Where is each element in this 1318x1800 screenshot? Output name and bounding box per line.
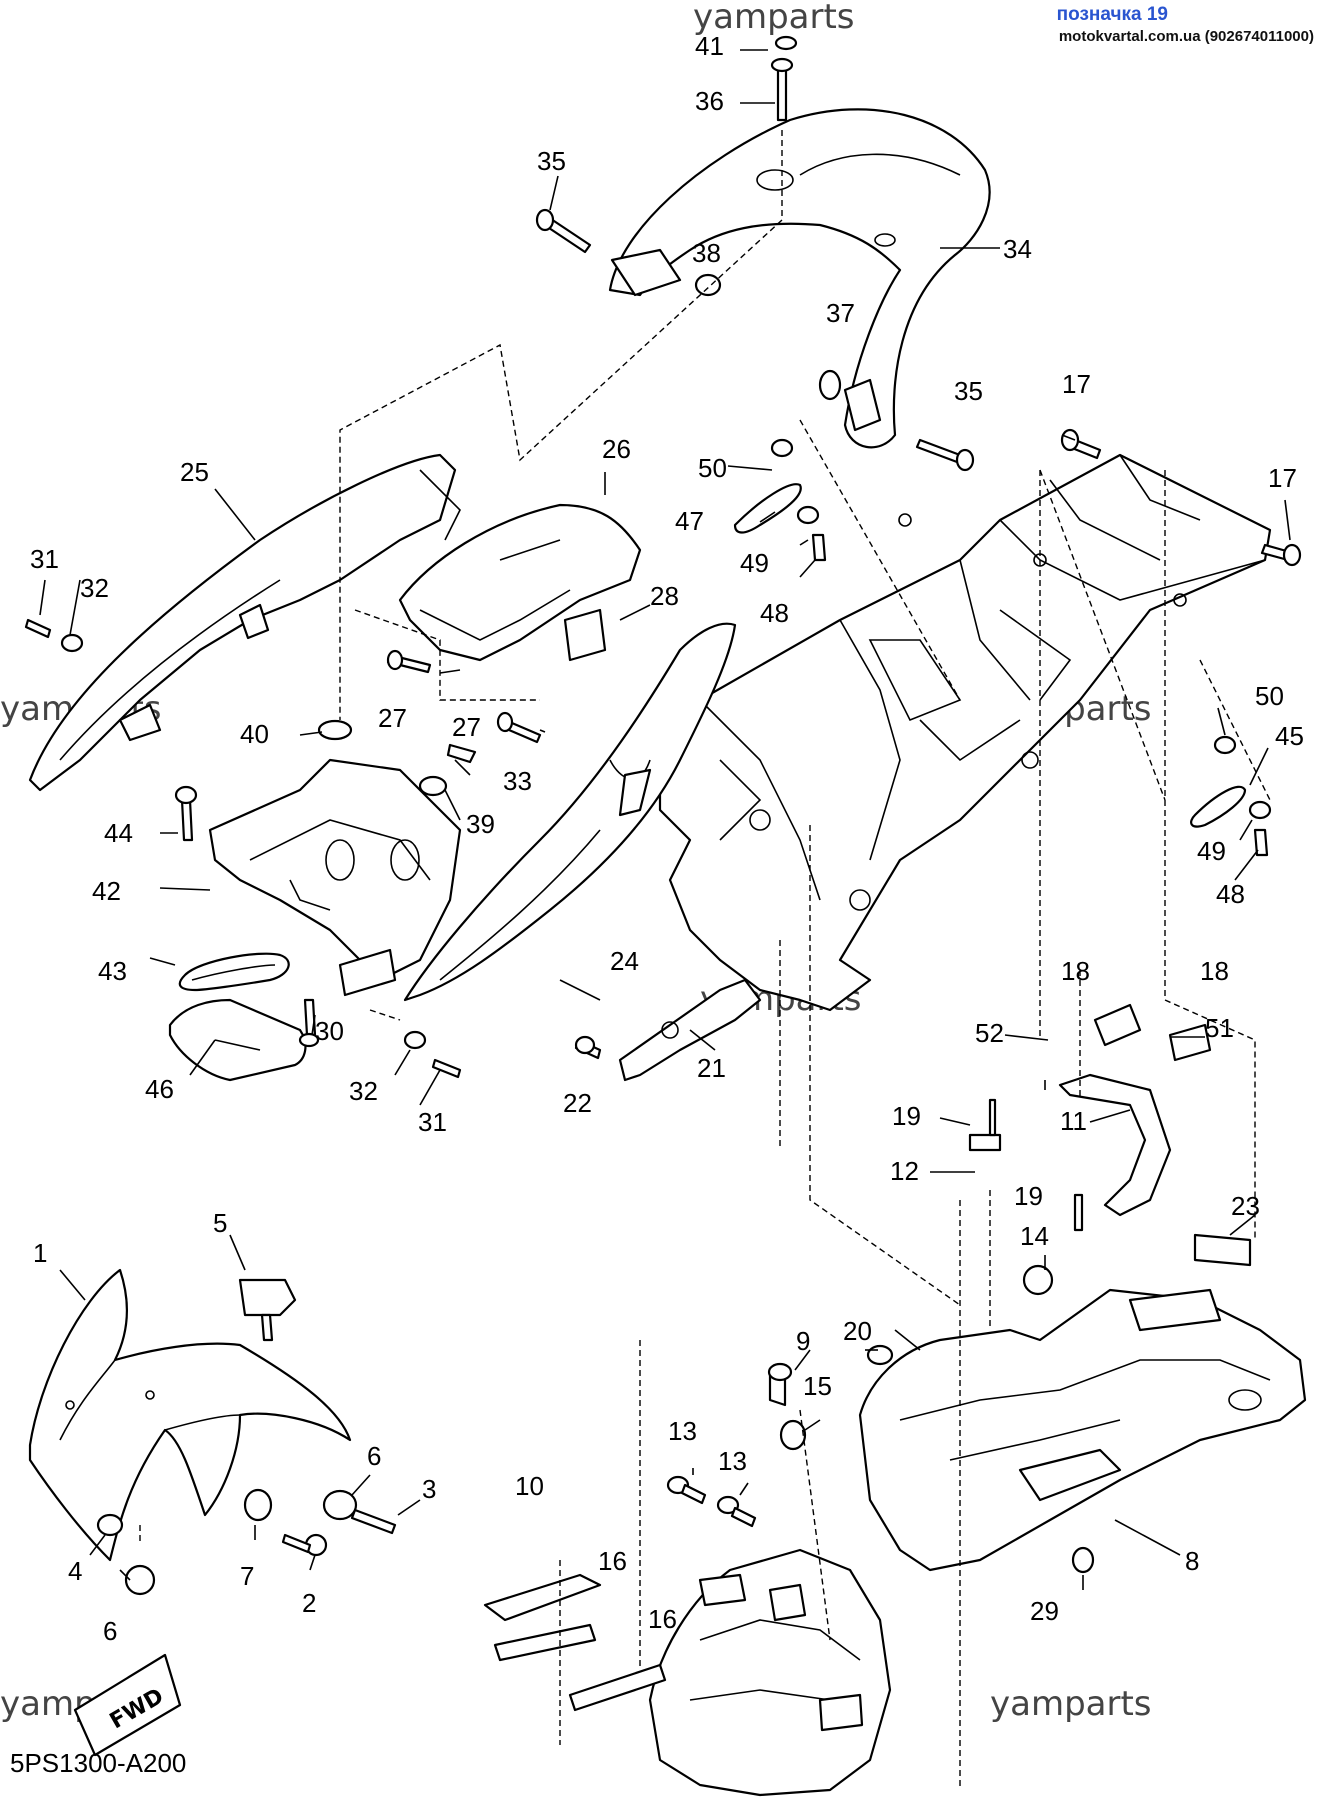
callout-32-upper: 32	[80, 573, 109, 603]
callout-17-upper: 17	[1062, 369, 1091, 399]
callout-35-lower: 35	[954, 376, 983, 406]
callout-16-lower: 16	[648, 1604, 677, 1634]
callout-25: 25	[180, 457, 209, 487]
grab-rail	[608, 108, 991, 449]
callout-40: 40	[240, 719, 269, 749]
grab-rail-bolts	[535, 35, 975, 472]
callout-35-upper: 35	[537, 146, 566, 176]
callout-44: 44	[104, 818, 133, 848]
callout-47: 47	[675, 506, 704, 536]
callout-18-right: 18	[1200, 956, 1229, 986]
callout-21: 21	[697, 1053, 726, 1083]
page-subtitle: motokvartal.com.ua (902674011000)	[1058, 28, 1314, 45]
callout-51: 51	[1205, 1013, 1234, 1043]
callout-48-right: 48	[1216, 879, 1245, 909]
callout-31-upper: 31	[30, 544, 59, 574]
callout-37: 37	[826, 298, 855, 328]
callout-17-right: 17	[1268, 463, 1297, 493]
callout-50-upper: 50	[698, 453, 727, 483]
callout-49-right: 49	[1197, 836, 1226, 866]
callout-4: 4	[68, 1556, 82, 1586]
callout-14: 14	[1020, 1221, 1049, 1251]
callout-49-upper: 49	[740, 548, 769, 578]
callout-27-right: 27	[452, 712, 481, 742]
battery-band	[1058, 1073, 1172, 1217]
watermark-top: yamparts	[693, 0, 855, 37]
callout-11: 11	[1060, 1106, 1087, 1136]
watermark-bottom-right: yamparts	[990, 1684, 1152, 1724]
callout-16-upper: 16	[598, 1546, 627, 1576]
reference-lines	[139, 130, 1271, 1790]
callout-7: 7	[240, 1561, 254, 1591]
callout-2: 2	[302, 1588, 316, 1618]
front-fender-hardware	[96, 1278, 397, 1596]
callout-numbers: 41 36 35 34 38 37 35 17 17 50 47 49 48 2…	[30, 31, 1304, 1646]
callout-3: 3	[422, 1474, 436, 1504]
left-side-cover	[28, 453, 461, 792]
callout-18-left: 18	[1061, 956, 1090, 986]
callout-46: 46	[145, 1074, 174, 1104]
seat-cover-pad	[168, 998, 307, 1082]
callout-38: 38	[692, 238, 721, 268]
callout-45: 45	[1275, 721, 1304, 751]
callout-39: 39	[466, 809, 495, 839]
callout-13-left: 13	[668, 1416, 697, 1446]
callout-52: 52	[975, 1018, 1004, 1048]
rubber-strips	[483, 1233, 1252, 1712]
side-bracket	[574, 978, 762, 1082]
right-side-cover	[403, 622, 737, 1002]
front-fender	[28, 1268, 352, 1562]
callout-22: 22	[563, 1088, 592, 1118]
page-title: позначка 19	[1056, 4, 1168, 25]
callout-6-lower: 6	[103, 1616, 117, 1646]
callout-36: 36	[695, 86, 724, 116]
small-fasteners	[24, 618, 542, 1079]
callout-34: 34	[1003, 234, 1032, 264]
callout-30: 30	[315, 1016, 344, 1046]
callout-28: 28	[650, 581, 679, 611]
callout-26: 26	[602, 434, 631, 464]
callout-15: 15	[803, 1371, 832, 1401]
callout-8: 8	[1185, 1546, 1199, 1576]
callout-33: 33	[503, 766, 532, 796]
forward-direction-arrow: FWD	[73, 1653, 182, 1757]
rear-fender-lower	[648, 1548, 892, 1797]
callout-27-left: 27	[378, 703, 407, 733]
rear-fender	[858, 1288, 1307, 1572]
callout-29: 29	[1030, 1596, 1059, 1626]
callout-19-upper: 19	[892, 1101, 921, 1131]
callout-41: 41	[695, 31, 724, 61]
callout-13-right: 13	[718, 1446, 747, 1476]
lock-cable	[178, 952, 290, 992]
callout-10: 10	[515, 1471, 544, 1501]
callout-19-lower: 19	[1014, 1181, 1043, 1211]
callout-50-right: 50	[1255, 681, 1284, 711]
callout-48-upper: 48	[760, 598, 789, 628]
callout-23: 23	[1231, 1191, 1260, 1221]
diagram-code: 5PS1300-A200	[10, 1748, 187, 1778]
callout-9: 9	[796, 1326, 810, 1356]
callout-43: 43	[98, 956, 127, 986]
callout-5: 5	[213, 1208, 227, 1238]
callout-24: 24	[610, 946, 639, 976]
frame-bolts	[1060, 428, 1302, 567]
callout-42: 42	[92, 876, 121, 906]
seat-cowl	[398, 503, 642, 662]
leader-lines	[39, 49, 1291, 1590]
callout-20: 20	[843, 1316, 872, 1346]
callout-31-lower: 31	[418, 1107, 447, 1137]
seat-lock-bracket	[208, 758, 462, 997]
callout-6-right: 6	[367, 1441, 381, 1471]
rear-frame	[658, 453, 1272, 1012]
cable-holders	[733, 438, 1272, 857]
callout-1: 1	[33, 1238, 47, 1268]
callout-32-lower: 32	[349, 1076, 378, 1106]
callout-12: 12	[890, 1156, 919, 1186]
